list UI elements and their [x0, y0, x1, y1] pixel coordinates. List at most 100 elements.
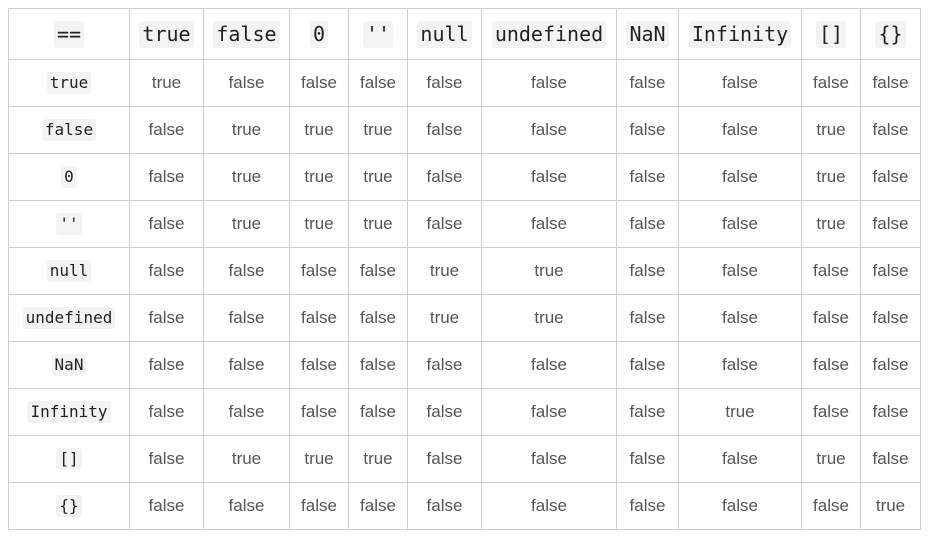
table-cell: false: [860, 294, 921, 342]
row-header: 0: [8, 153, 130, 201]
column-label: NaN: [626, 20, 669, 48]
table-cell: false: [481, 153, 617, 201]
loose-equality-table: == true false 0 '' null undefined NaN In…: [8, 8, 921, 530]
table-cell: false: [801, 341, 861, 389]
table-cell: false: [801, 294, 861, 342]
table-cell: false: [860, 106, 921, 154]
row-header: Infinity: [8, 388, 130, 436]
row-label: false: [41, 119, 97, 141]
column-label: false: [213, 20, 280, 48]
equality-table-container: == true false 0 '' null undefined NaN In…: [8, 8, 921, 530]
table-cell: true: [289, 200, 349, 248]
table-cell: true: [481, 247, 617, 295]
row-label: {}: [56, 495, 82, 517]
column-label: {}: [875, 20, 906, 48]
table-cell: false: [407, 341, 482, 389]
column-label: true: [139, 20, 194, 48]
table-cell: false: [289, 247, 349, 295]
table-cell: false: [481, 200, 617, 248]
column-header: 0: [289, 8, 349, 60]
table-cell: false: [860, 153, 921, 201]
table-cell: false: [481, 388, 617, 436]
table-cell: true: [348, 435, 408, 483]
table-cell: false: [678, 247, 802, 295]
table-cell: true: [801, 106, 861, 154]
column-header: []: [801, 8, 861, 60]
table-cell: true: [348, 153, 408, 201]
row-header: []: [8, 435, 130, 483]
table-cell: true: [348, 106, 408, 154]
table-cell: false: [129, 294, 204, 342]
table-cell: true: [203, 200, 290, 248]
table-cell: true: [289, 435, 349, 483]
table-cell: false: [203, 388, 290, 436]
row-label: undefined: [22, 307, 116, 329]
column-label: undefined: [491, 20, 607, 48]
row-label: NaN: [51, 354, 87, 376]
row-header: true: [8, 59, 130, 107]
row-label: 0: [61, 166, 77, 188]
row-header: '': [8, 200, 130, 248]
header-row: == true false 0 '' null undefined NaN In…: [8, 8, 921, 60]
table-cell: false: [348, 294, 408, 342]
table-cell: false: [289, 341, 349, 389]
table-cell: false: [407, 153, 482, 201]
table-cell: true: [129, 59, 204, 107]
row-label: Infinity: [27, 401, 111, 423]
table-cell: false: [348, 247, 408, 295]
table-cell: true: [348, 200, 408, 248]
table-cell: false: [678, 200, 802, 248]
table-cell: false: [616, 482, 679, 530]
table-cell: false: [407, 200, 482, 248]
table-cell: true: [203, 106, 290, 154]
column-header: Infinity: [678, 8, 802, 60]
table-cell: false: [801, 59, 861, 107]
table-cell: false: [348, 341, 408, 389]
table-cell: true: [407, 247, 482, 295]
table-cell: true: [203, 435, 290, 483]
row-label: true: [46, 72, 92, 94]
table-cell: false: [129, 388, 204, 436]
row-label: []: [56, 448, 82, 470]
table-cell: false: [678, 482, 802, 530]
column-label: []: [815, 20, 847, 48]
column-header: {}: [860, 8, 921, 60]
table-cell: false: [481, 59, 617, 107]
table-cell: false: [860, 388, 921, 436]
table-cell: true: [801, 435, 861, 483]
column-header: false: [203, 8, 290, 60]
table-cell: false: [129, 247, 204, 295]
table-cell: true: [860, 482, 921, 530]
table-cell: true: [801, 153, 861, 201]
table-cell: false: [801, 482, 861, 530]
table-cell: true: [801, 200, 861, 248]
table-cell: true: [678, 388, 802, 436]
row-header: NaN: [8, 341, 130, 389]
table-cell: false: [289, 482, 349, 530]
table-cell: false: [678, 59, 802, 107]
row-header: {}: [8, 482, 130, 530]
table-cell: false: [860, 200, 921, 248]
table-cell: false: [348, 59, 408, 107]
column-header: undefined: [481, 8, 617, 60]
row-label: '': [56, 213, 82, 235]
table-cell: false: [407, 482, 482, 530]
column-label: 0: [309, 20, 329, 48]
table-cell: false: [860, 247, 921, 295]
corner-label: ==: [53, 20, 85, 48]
row-header: false: [8, 106, 130, 154]
table-cell: false: [129, 341, 204, 389]
column-label: null: [417, 20, 472, 48]
table-cell: false: [407, 106, 482, 154]
table-cell: false: [678, 341, 802, 389]
table-cell: true: [289, 106, 349, 154]
table-cell: false: [129, 106, 204, 154]
